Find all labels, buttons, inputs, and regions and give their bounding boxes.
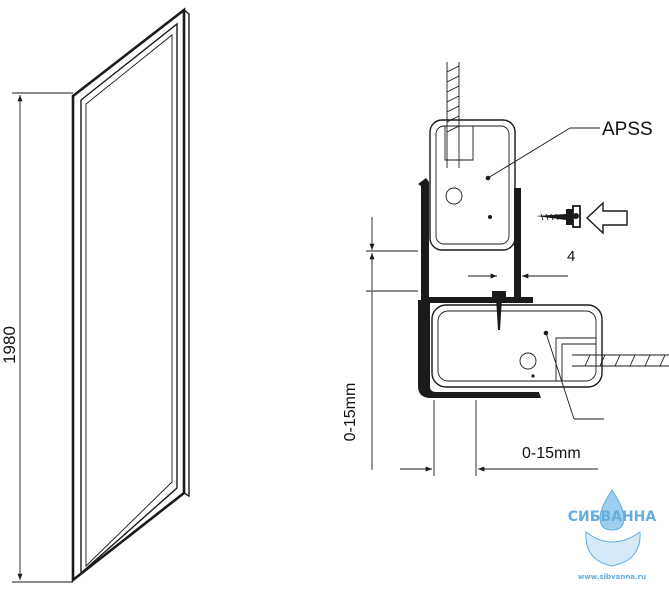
wall-profile-crossbar xyxy=(421,297,533,303)
lower-glass-slot xyxy=(555,337,596,381)
vertical-adjust-label: 0-15mm xyxy=(342,383,359,442)
screw-dimension-label: 4 xyxy=(567,248,575,265)
water-drop-icon xyxy=(599,489,625,531)
lower-profile-outer xyxy=(431,304,603,388)
horizontal-adjust-label: 0-15mm xyxy=(522,445,581,462)
height-dimension: 1980 xyxy=(0,92,73,583)
upper-profile-outer xyxy=(429,119,516,251)
wall-profile xyxy=(418,178,541,398)
lower-center-dot xyxy=(531,374,535,378)
panel-glass-edge xyxy=(85,34,173,568)
height-label: 1980 xyxy=(0,326,19,364)
brand-watermark: СИБВАННА www.sibvanna.ru xyxy=(568,489,657,581)
panel-inner-frame xyxy=(80,22,178,575)
shower-panel xyxy=(71,7,190,583)
glass-profile-post xyxy=(514,188,521,300)
wall-profile-upper-leg xyxy=(418,178,429,300)
watermark-url: www.sibvanna.ru xyxy=(578,573,646,581)
horizontal-adjust-dimension: 0-15mm xyxy=(400,400,598,476)
apss-label: APSS xyxy=(602,119,653,140)
upper-profile xyxy=(429,119,516,251)
glass-right xyxy=(572,354,669,367)
screw-dimension: 4 xyxy=(468,248,575,279)
upper-screw-hole xyxy=(445,187,463,205)
vertical-adjust-dimension: 0-15mm xyxy=(342,217,418,470)
watermark-brand: СИБВАННА xyxy=(568,509,657,525)
bathtub-icon xyxy=(585,531,641,567)
apss-callout: APSS xyxy=(487,119,653,179)
lower-callout xyxy=(545,332,604,420)
profile-detail: APSS 4 0-15mm 0-15mm xyxy=(342,62,669,476)
horizontal-screw xyxy=(536,205,581,228)
upper-center-dot xyxy=(488,215,492,219)
lower-screw-hole xyxy=(519,352,537,370)
insert-direction-arrow xyxy=(585,201,628,235)
lower-profile-inner xyxy=(437,310,597,382)
upper-profile-inner xyxy=(435,125,510,245)
lower-profile xyxy=(431,304,603,388)
wall-top xyxy=(446,62,460,168)
upper-wall-slot xyxy=(444,126,474,161)
panel-outer-frame xyxy=(71,7,186,583)
panel-side-edge xyxy=(183,9,190,498)
vertical-screw xyxy=(492,291,506,330)
lower-glass-slot-inner xyxy=(561,343,596,381)
